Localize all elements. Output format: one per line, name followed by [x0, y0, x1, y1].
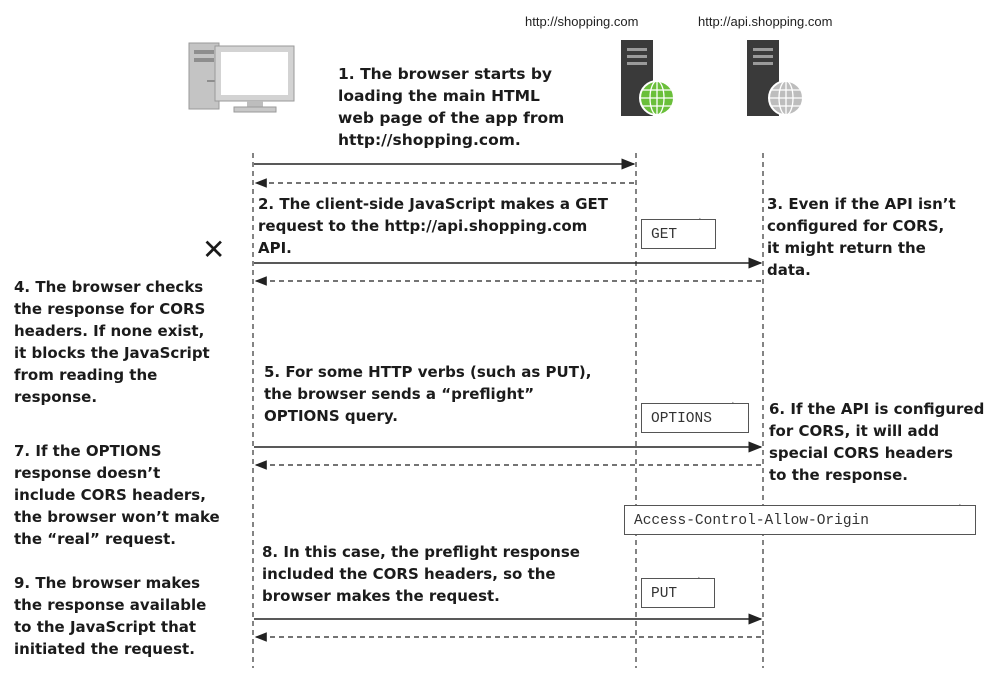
desktop-computer-icon: [188, 42, 295, 113]
note-step-1: 1. The browser starts by loading the mai…: [338, 65, 565, 149]
server-gray-globe-icon: [747, 40, 804, 116]
note-step-4: 4. The browser checks the response for C…: [14, 278, 210, 406]
note-step-3: 3. Even if the API isn’t configured for …: [767, 195, 956, 279]
get-message-tag: GET: [641, 219, 716, 249]
cors-header-label: Access-Control-Allow-Origin: [634, 513, 869, 529]
blocked-x-icon: ✕: [202, 233, 226, 266]
options-tag-label: OPTIONS: [651, 411, 712, 427]
put-tag-label: PUT: [651, 586, 678, 602]
put-message-tag: PUT: [641, 578, 715, 608]
shopping-host-label: http://shopping.com: [525, 14, 639, 29]
cors-header-tag: Access-Control-Allow-Origin: [624, 505, 976, 535]
api-host-label: http://api.shopping.com: [698, 14, 833, 29]
note-step-6: 6. If the API is configured for CORS, it…: [769, 400, 985, 484]
server-green-globe-icon: [621, 40, 675, 116]
get-tag-label: GET: [651, 227, 678, 243]
note-step-9: 9. The browser makes the response availa…: [14, 574, 207, 658]
options-message-tag: OPTIONS: [641, 403, 749, 433]
note-step-2: 2. The client-side JavaScript makes a GE…: [258, 195, 609, 257]
note-step-7: 7. If the OPTIONS response doesn’t inclu…: [14, 442, 220, 548]
note-step-8: 8. In this case, the preflight response …: [262, 543, 580, 605]
note-step-5: 5. For some HTTP verbs (such as PUT), th…: [264, 363, 592, 425]
